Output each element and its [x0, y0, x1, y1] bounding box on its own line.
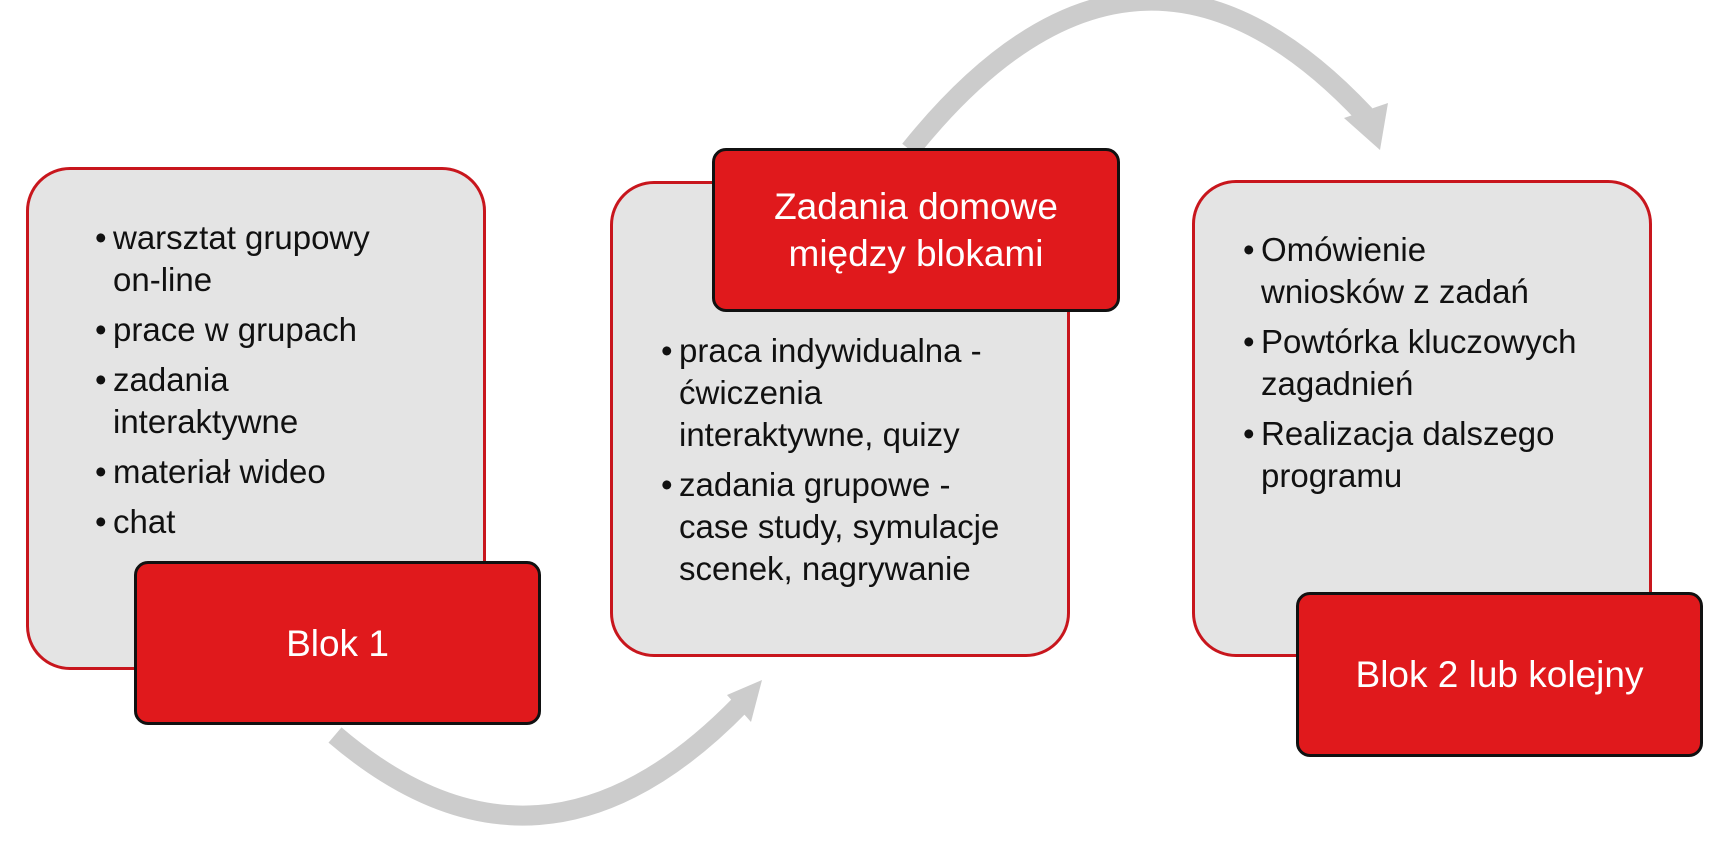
list-item: praca indywidualna -ćwiczeniainteraktywn… [661, 330, 1067, 456]
curved-arrow-icon [902, 0, 1388, 157]
block-1-label: Blok 1 [134, 561, 541, 725]
block-2-label: Blok 2 lub kolejny [1296, 592, 1703, 757]
curved-arrow-icon [328, 680, 762, 826]
homework-item-list: praca indywidualna -ćwiczeniainteraktywn… [661, 330, 1067, 590]
list-item: chat [95, 501, 483, 543]
list-item: zadania grupowe -case study, symulacjesc… [661, 464, 1067, 590]
list-item: prace w grupach [95, 309, 483, 351]
list-item: materiał wideo [95, 451, 483, 493]
